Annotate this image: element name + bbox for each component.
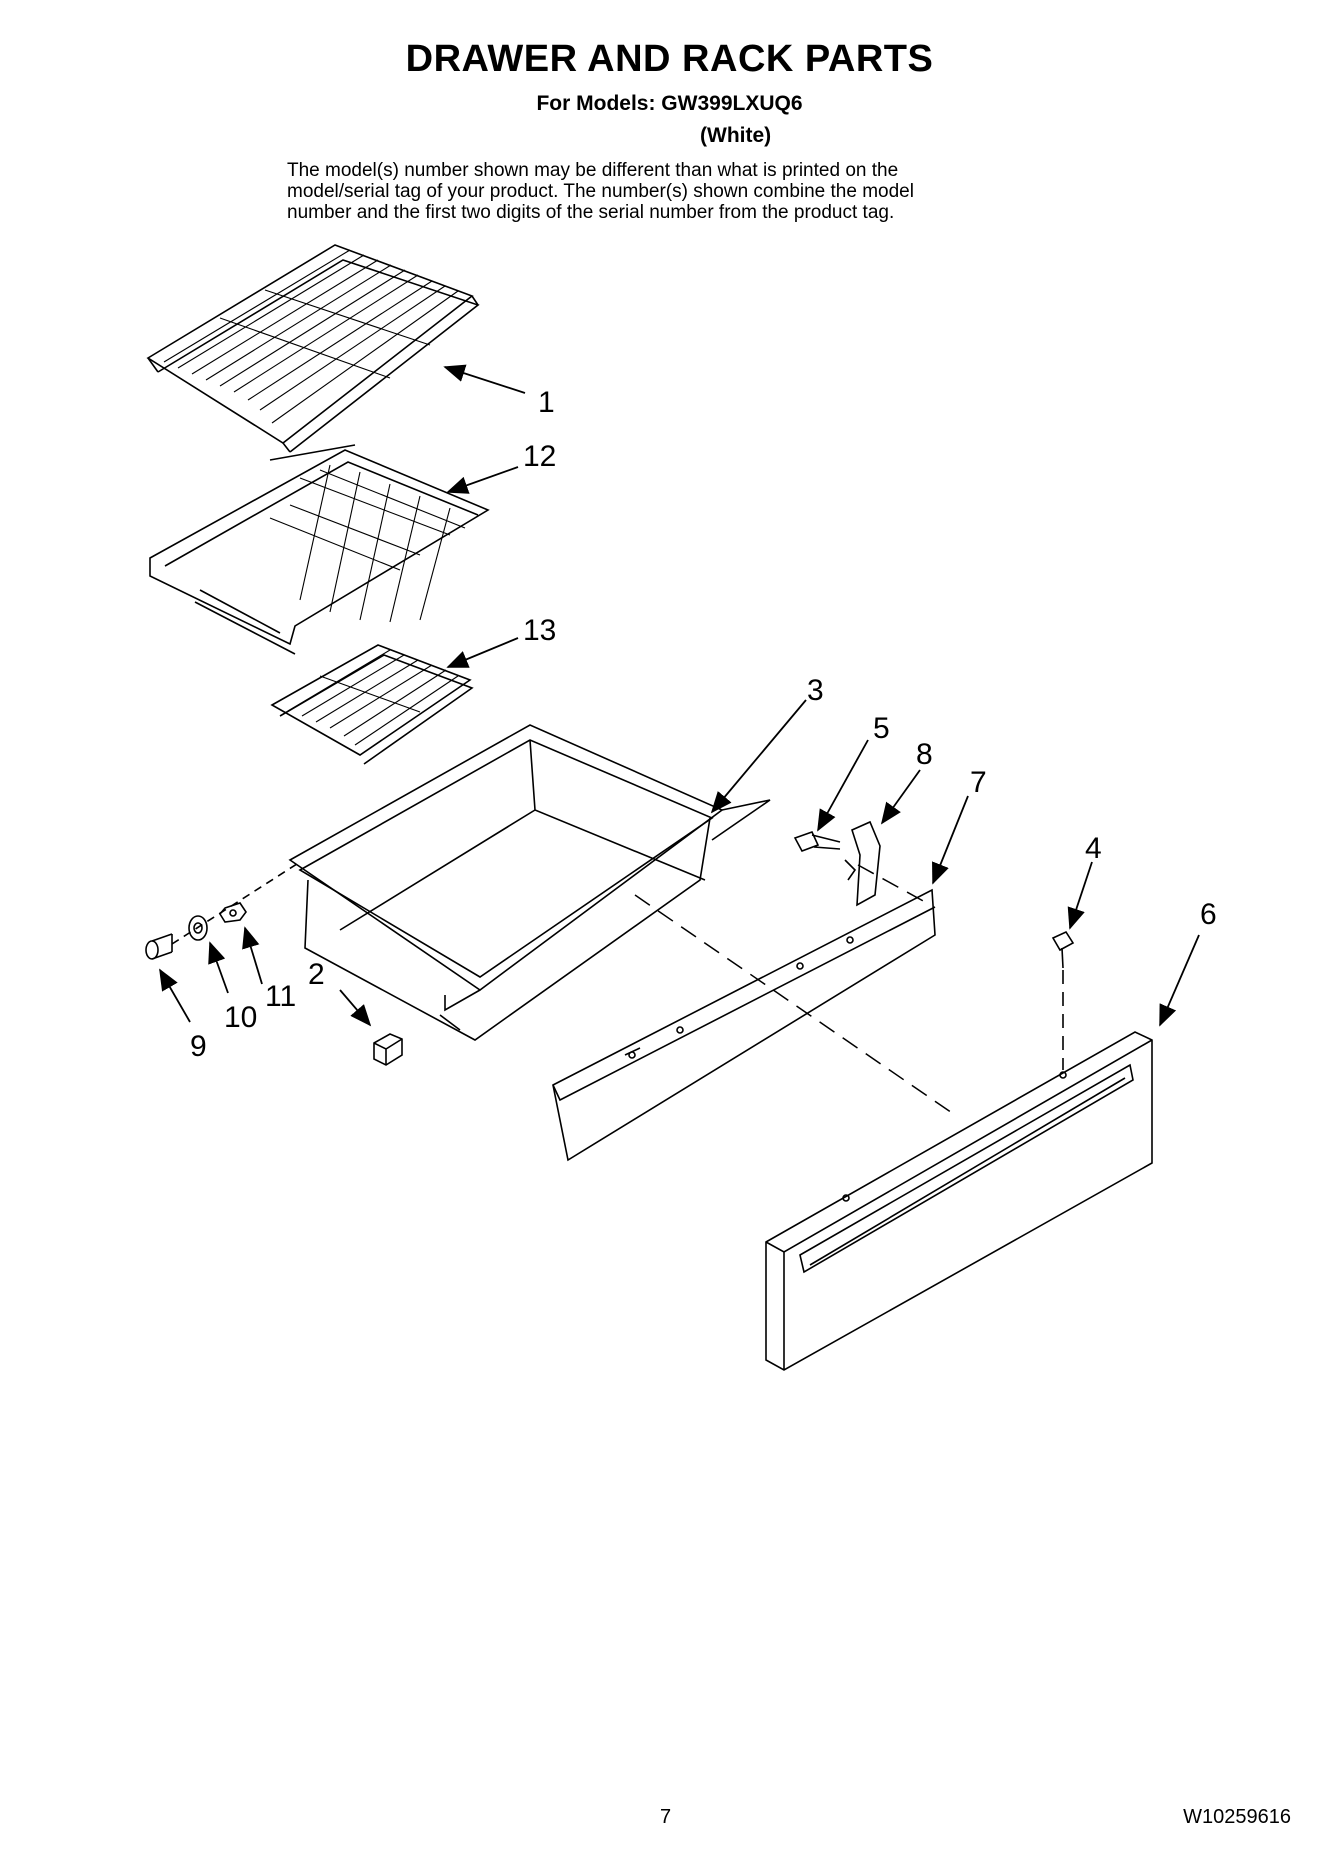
model-note: The model(s) number shown may be differe… bbox=[287, 160, 1087, 223]
color-variant: (White) bbox=[700, 124, 772, 147]
roll-out-rack-part-12 bbox=[149, 444, 490, 655]
callout-13: 13 bbox=[523, 614, 556, 647]
note-line: The model(s) number shown may be differe… bbox=[287, 160, 899, 181]
callout-10: 10 bbox=[224, 1001, 257, 1034]
note-line: number and the first two digits of the s… bbox=[287, 202, 895, 223]
drawer-pan-part-3 bbox=[288, 724, 771, 1041]
drawer-roller-assembly bbox=[145, 861, 301, 960]
note-line: model/serial tag of your product. The nu… bbox=[287, 181, 914, 202]
callout-6: 6 bbox=[1200, 898, 1217, 931]
callout-2: 2 bbox=[308, 958, 325, 991]
callout-5: 5 bbox=[873, 712, 890, 745]
roller-wheel-part-10 bbox=[188, 915, 208, 941]
shoulder-screw-part-9 bbox=[145, 933, 173, 960]
callout-3: 3 bbox=[807, 674, 824, 707]
leader-lines bbox=[159, 364, 1200, 1027]
models-label: For Models: GW399LXUQ6 bbox=[536, 92, 803, 115]
callout-8: 8 bbox=[916, 738, 933, 771]
callout-11: 11 bbox=[265, 980, 296, 1013]
document-number: W10259616 bbox=[1183, 1806, 1291, 1828]
callout-numbers: 1 12 13 3 5 8 7 4 6 2 11 10 9 bbox=[190, 386, 1217, 1063]
screw-part-4 bbox=[1051, 930, 1075, 1070]
screw-part-5 bbox=[793, 831, 841, 852]
bumper-pad-part-2 bbox=[373, 1033, 403, 1066]
callout-7: 7 bbox=[970, 766, 987, 799]
oven-rack-part-1 bbox=[146, 244, 480, 453]
callout-1: 1 bbox=[538, 386, 555, 419]
page-number: 7 bbox=[660, 1806, 672, 1828]
drawer-panel-part-6 bbox=[765, 1031, 1153, 1371]
drawer-stiffener-part-7 bbox=[552, 888, 936, 1162]
callout-4: 4 bbox=[1085, 832, 1102, 865]
half-rack-part-13 bbox=[270, 644, 474, 765]
page-title: DRAWER AND RACK PARTS bbox=[405, 38, 934, 80]
bracket-part-8 bbox=[844, 820, 881, 907]
callout-12: 12 bbox=[523, 440, 556, 473]
callout-9: 9 bbox=[190, 1030, 207, 1063]
alignment-lines bbox=[634, 864, 956, 1116]
